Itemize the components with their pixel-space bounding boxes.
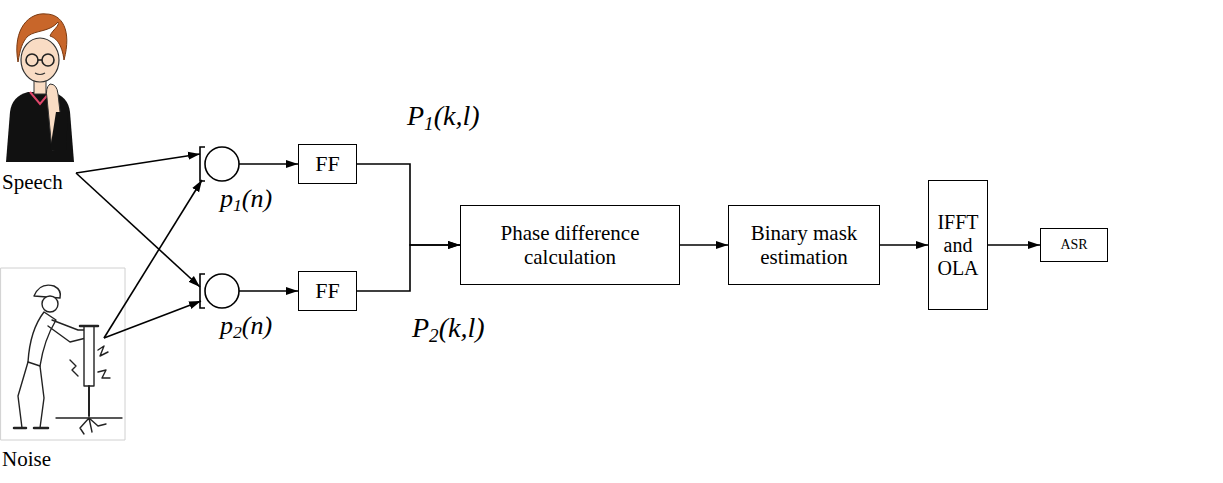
signal-arrow [357, 245, 460, 291]
speaker-sleeve [50, 112, 68, 150]
speaker-face [21, 38, 59, 82]
jackhammer-body [84, 326, 94, 386]
jackhammer-handle [80, 325, 98, 328]
signal-arrow [104, 301, 201, 338]
signal-arrow [76, 173, 200, 287]
microphone-symbol [200, 147, 239, 308]
noise-figure [1, 268, 125, 440]
speaker-hair [17, 14, 67, 62]
jackhammer-bit [88, 386, 90, 416]
microphone-symbol [205, 147, 239, 181]
signal-arrow [239, 290, 298, 292]
signal-arrow [104, 180, 202, 338]
ground-crack [80, 418, 106, 434]
process-box: FF [298, 271, 357, 311]
noise-node: Noise [0, 266, 125, 481]
speaker-node: Speech [0, 0, 82, 205]
signal-arrow [76, 154, 200, 173]
figure-caption: Noise [2, 447, 51, 472]
speaker-glasses [26, 54, 38, 66]
microphone-symbol [205, 274, 239, 308]
box-label: Phase difference calculation [465, 221, 675, 269]
process-box: Phase difference calculation [460, 205, 680, 285]
box-label: FF [315, 278, 339, 303]
signal-label: p1(n) [220, 184, 272, 216]
speaker-glasses [38, 59, 42, 61]
signal-label: P1(k,l) [405, 100, 482, 135]
process-box: Binary mask estimation [728, 205, 880, 285]
signal-label: p2(n) [220, 311, 272, 343]
signal-arrow [680, 244, 728, 246]
signal-arrow [239, 163, 298, 165]
process-box: FF [298, 144, 357, 184]
signal-label: P2(k,l) [410, 312, 487, 347]
microphone-node: p1(n) [198, 140, 310, 238]
process-box: IFFT and OLA [928, 180, 988, 310]
vibration-marks [70, 346, 110, 378]
process-box: ASR [1040, 228, 1108, 262]
worker-head [42, 296, 58, 312]
box-label: IFFT and OLA [933, 211, 983, 280]
speaker-mouth [35, 73, 45, 75]
worker-boots [14, 427, 48, 430]
worker-legs [18, 362, 44, 428]
noise-frame [1, 268, 125, 440]
microphone-node: p2(n) [198, 267, 310, 365]
speaker-figure [6, 14, 74, 162]
box-label: Binary mask estimation [733, 221, 875, 269]
signal-arrow [988, 244, 1040, 246]
speaker-glasses [42, 54, 54, 66]
figure-caption: Speech [2, 170, 63, 195]
signal-arrow [880, 244, 928, 246]
box-label: ASR [1060, 237, 1087, 253]
speaker-shirt [6, 92, 74, 162]
worker-arms [48, 320, 86, 342]
box-label: FF [315, 151, 339, 176]
signal-arrow [357, 164, 460, 245]
